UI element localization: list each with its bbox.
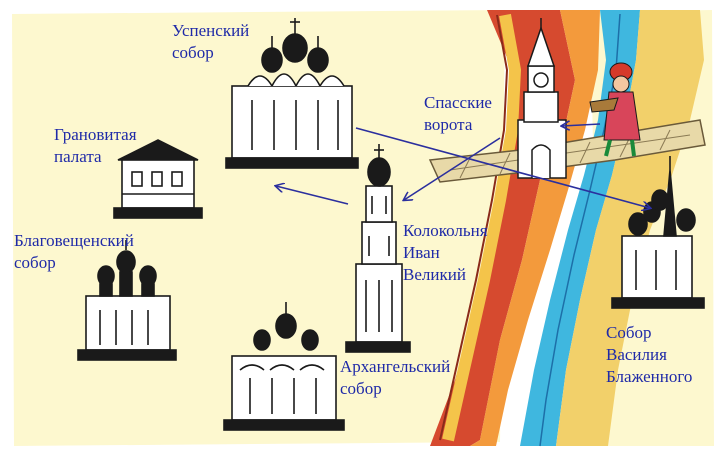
arrow-to-granovitaya (276, 186, 349, 205)
blagoveshchensky-cathedral-icon (77, 240, 177, 361)
kremlin-wall-orange (470, 10, 600, 446)
label-kolokolnya-line1: Колокольня (403, 221, 488, 240)
label-vasily-line1: Собор (606, 323, 652, 342)
label-blagoveshchensky-line1: Благовещенский (14, 231, 134, 250)
label-arkhangelsky-line1: Архангельский (340, 357, 451, 376)
label-spasskie: Спасские ворота (424, 92, 492, 136)
label-granovitaya: Грановитая палата (54, 124, 137, 168)
label-uspensky-line1: Успенский (172, 21, 250, 40)
arrow-to-kolokolnya (404, 137, 501, 200)
arkhangelsky-cathedral-icon (223, 302, 345, 431)
tower-gate-icon (517, 18, 567, 179)
palace-icon (113, 139, 203, 219)
bell-tower-icon (345, 144, 411, 353)
label-blagoveshchensky: Благовещенский собор (14, 230, 134, 274)
label-spasskie-line2: ворота (424, 115, 473, 134)
label-vasily-line2: Василия (606, 345, 667, 364)
label-granovitaya-line1: Грановитая (54, 125, 137, 144)
arrow-to-vasily (355, 127, 650, 208)
uspensky-cathedral-icon (225, 18, 359, 169)
merchant-figure-icon (589, 62, 641, 157)
label-kolokolnya: Колокольня Иван Великий (403, 220, 488, 286)
onion-dome-icon (611, 156, 705, 309)
label-blagoveshchensky-line2: собор (14, 253, 56, 272)
label-uspensky: Успенский собор (172, 20, 249, 64)
label-vasily-line3: Блаженного (606, 367, 693, 386)
label-arkhangelsky: Архангельский собор (340, 356, 450, 400)
arrow-to-spasskaya (562, 124, 601, 126)
label-uspensky-line2: собор (172, 43, 214, 62)
wall-ridge (442, 13, 522, 442)
route-arrows (276, 124, 650, 208)
label-granovitaya-line2: палата (54, 147, 102, 166)
label-spasskie-line1: Спасские (424, 93, 492, 112)
label-vasily: Собор Василия Блаженного (606, 322, 692, 388)
label-kolokolnya-line3: Великий (403, 265, 466, 284)
label-kolokolnya-line2: Иван (403, 243, 440, 262)
wall-ridge-edge (439, 14, 509, 441)
label-arkhangelsky-line2: собор (340, 379, 382, 398)
